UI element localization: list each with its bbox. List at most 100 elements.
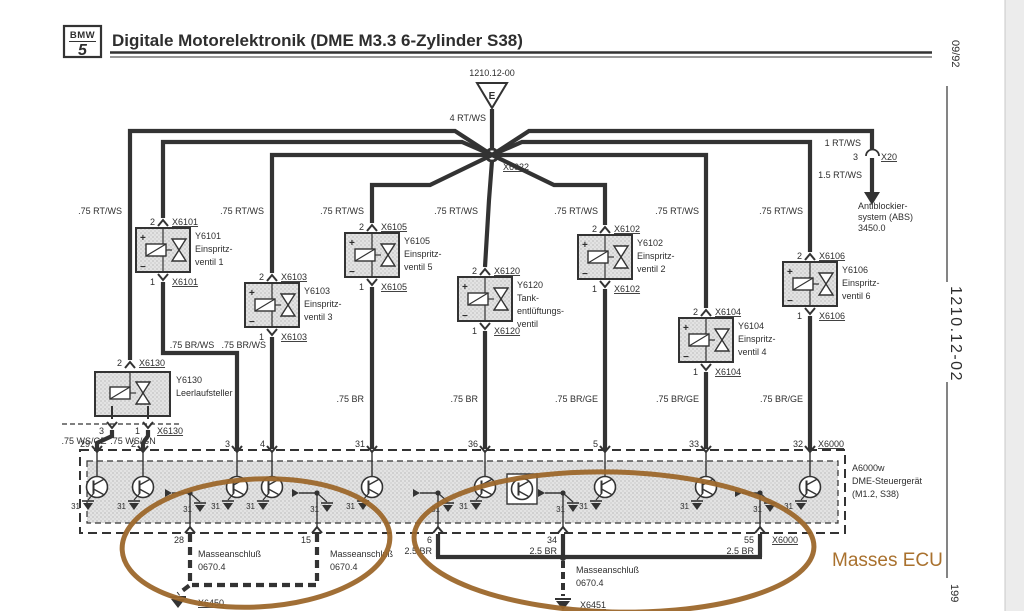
wire — [127, 128, 494, 360]
ground-icon — [796, 503, 806, 510]
wire-gauge-label: .75 RT/WS — [554, 206, 598, 216]
pin-number: 2 — [150, 217, 155, 227]
wire-gauge-label: 4 RT/WS — [450, 113, 486, 123]
pin-connector-icon — [700, 363, 712, 372]
pin-connector-icon — [479, 322, 491, 331]
wire — [192, 534, 320, 588]
ecu-name: (M1.2, S38) — [852, 489, 899, 499]
ground-icon — [83, 503, 93, 510]
wire-gauge-label: 2.5 BR — [529, 546, 557, 556]
component-name: Y6101 — [195, 231, 221, 241]
pin-number: 1 — [135, 426, 140, 436]
line — [233, 488, 244, 496]
connector-label: X6102 — [614, 284, 640, 294]
connector-label: X6130 — [139, 358, 165, 368]
wire — [482, 160, 495, 268]
valve-symbol — [134, 381, 152, 395]
pin-connector-icon — [106, 421, 118, 430]
internal-ground-label: 31 — [117, 502, 126, 511]
page-title: Digitale Motorelektronik (DME M3.3 6-Zyl… — [112, 31, 523, 50]
line — [354, 248, 376, 262]
ground-description: 0670.4 — [330, 562, 358, 572]
valve-symbol — [379, 253, 397, 267]
polarity-minus: − — [140, 262, 146, 273]
wire — [491, 139, 813, 252]
pin-number: 1 — [259, 332, 264, 342]
valve-symbol — [379, 243, 397, 257]
hand-drawn-circle-right — [411, 469, 817, 611]
line — [368, 488, 379, 496]
wire-gauge-label: .75 RT/WS — [759, 206, 803, 216]
ground-icon — [129, 503, 139, 510]
pin-number: 1 — [150, 277, 155, 287]
wire — [160, 139, 493, 218]
line — [481, 488, 492, 496]
component-name: ventil 5 — [404, 262, 433, 272]
valve-symbol — [817, 282, 835, 296]
ground-icon — [443, 505, 453, 512]
wire — [176, 534, 193, 596]
line — [601, 488, 612, 496]
line — [109, 386, 131, 400]
line — [475, 492, 483, 501]
connector-label: X6101 — [172, 217, 198, 227]
connector-label: X6104 — [715, 367, 741, 377]
wire-gauge-label: .75 RT/WS — [220, 206, 264, 216]
polarity-plus: + — [349, 238, 355, 249]
component-name: Y6106 — [842, 265, 868, 275]
valve-symbol — [713, 328, 731, 342]
pin-number: 1 — [693, 367, 698, 377]
pin-number: 1 — [472, 326, 477, 336]
abs-destination: 3450.0 — [858, 223, 886, 233]
component-name: Tank- — [517, 293, 539, 303]
wire-gauge-label: .75 WS/GE — [61, 436, 106, 446]
component-name: Einspritz- — [404, 249, 442, 259]
wire-gauge-label: .75 RT/WS — [434, 206, 478, 216]
component-name: ventil 2 — [637, 264, 666, 274]
internal-ground-label: 31 — [459, 502, 468, 511]
bmw-logo-text: BMW — [70, 30, 95, 41]
polarity-plus: + — [140, 233, 146, 244]
wire-gauge-label: .75 RT/WS — [320, 206, 364, 216]
pin-number: 55 — [744, 535, 754, 545]
connector-label: X6105 — [381, 282, 407, 292]
polarity-minus: − — [462, 311, 468, 322]
connector-label: X6000 — [772, 535, 798, 545]
ground-description: 0670.4 — [198, 562, 226, 572]
ground-description: Masseanschluß — [198, 549, 262, 559]
abs-destination: system (ABS) — [858, 212, 913, 222]
transistor-icon — [798, 475, 822, 499]
line — [595, 492, 603, 501]
component-name: entlüftungs- — [517, 306, 564, 316]
wire-gauge-label: 1.5 RT/WS — [818, 170, 862, 180]
wire — [269, 152, 492, 273]
wire-gauge-label: .75 RT/WS — [655, 206, 699, 216]
line — [702, 488, 713, 496]
page-edge-strip — [1005, 0, 1024, 611]
pin-number: 5 — [593, 439, 598, 449]
line — [601, 478, 612, 486]
terminal-letter: E — [489, 91, 496, 102]
wire — [492, 152, 709, 308]
connector-label: X20 — [881, 152, 897, 162]
connector-label: X6106 — [819, 311, 845, 321]
pin-number: 29 — [80, 439, 90, 449]
component-name: Y6120 — [517, 280, 543, 290]
pin-connector-icon — [157, 273, 169, 282]
ground-description: 0670.4 — [576, 578, 604, 588]
connector-label: X6105 — [381, 222, 407, 232]
internal-ground-label: 31 — [183, 505, 192, 514]
pin-number: 2 — [117, 358, 122, 368]
wire-gauge-label: .75 WS/GN — [110, 436, 156, 446]
ground-icon — [471, 503, 481, 510]
pin-number: 2 — [797, 251, 802, 261]
component-name: ventil 1 — [195, 257, 224, 267]
pin-connector-icon — [599, 280, 611, 289]
line — [368, 478, 379, 486]
inline-connector-icon — [865, 148, 880, 157]
wire-gauge-label: .75 BR/GE — [760, 394, 803, 404]
